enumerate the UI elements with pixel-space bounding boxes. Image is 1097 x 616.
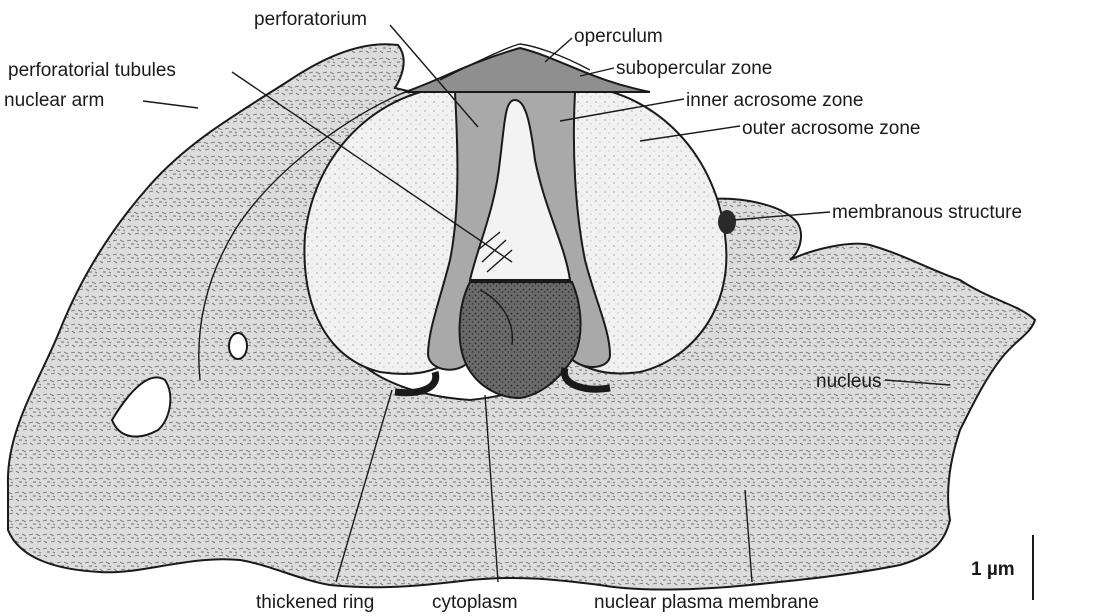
label-outer-acrosome-zone: outer acrosome zone xyxy=(742,118,921,139)
nuclear-vesicle xyxy=(229,333,247,359)
label-scale-bar: 1 µm xyxy=(971,559,1015,580)
label-nuclear-arm: nuclear arm xyxy=(4,90,104,111)
label-subopercular-zone: subopercular zone xyxy=(616,58,772,79)
membranous-structure-shape xyxy=(718,210,736,234)
label-perforatorium: perforatorium xyxy=(254,9,367,30)
label-perforatorial-tubules: perforatorial tubules xyxy=(8,60,176,81)
label-nucleus: nucleus xyxy=(816,371,882,392)
label-membranous-structure: membranous structure xyxy=(832,202,1022,223)
label-nuclear-plasma-membrane: nuclear plasma membrane xyxy=(594,592,819,613)
label-operculum: operculum xyxy=(574,26,663,47)
label-thickened-ring: thickened ring xyxy=(256,592,374,613)
label-cytoplasm: cytoplasm xyxy=(432,592,518,613)
thickened-ring-left xyxy=(395,372,436,393)
label-inner-acrosome-zone: inner acrosome zone xyxy=(686,90,863,111)
